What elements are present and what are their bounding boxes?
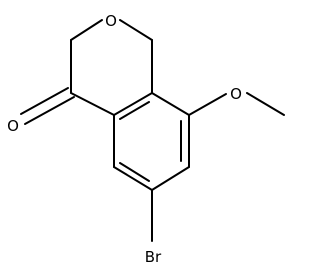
methoxy-oxygen-label: O xyxy=(230,85,242,103)
bond-c4a-c8a-inner xyxy=(119,101,150,120)
molecule-diagram: O O O Br xyxy=(7,12,285,266)
carbonyl-oxygen-label: O xyxy=(7,117,19,135)
bond-c6-c5 xyxy=(113,166,153,191)
bond-o2-c3 xyxy=(70,19,103,41)
bonds xyxy=(20,19,285,242)
ring-oxygen-label: O xyxy=(105,12,117,30)
bond-c8-omethoxy xyxy=(188,93,227,116)
bond-carbonyl-a xyxy=(24,96,75,125)
bond-c4-c4a xyxy=(70,92,115,116)
bond-c7-c6 xyxy=(151,166,190,191)
bond-carbonyl-b xyxy=(20,87,69,115)
bond-c1-o2 xyxy=(119,19,153,41)
bromine-label: Br xyxy=(145,248,162,266)
bond-c4a-c8a xyxy=(113,92,153,116)
bond-omethoxy-ch3 xyxy=(246,92,285,116)
bond-c6-c5-inner xyxy=(119,162,150,182)
molecule-canvas: O O O Br xyxy=(7,12,285,266)
bond-c8a-c8 xyxy=(151,92,190,116)
